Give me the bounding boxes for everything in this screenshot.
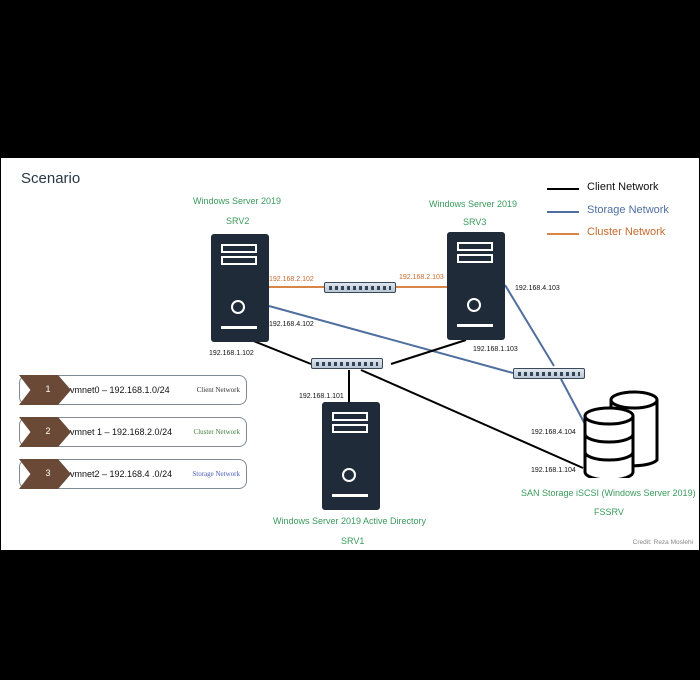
credit-text: Credit: Reza Moslehi <box>632 539 693 546</box>
fssrv-storage-ip: 192.168.4.104 <box>531 429 576 436</box>
vmnet-item: 2 vmnet 1 – 192.168.2.0/24 Cluster Netwo… <box>19 417 247 447</box>
storage-switch-icon <box>513 368 585 379</box>
client-switch-icon <box>311 358 383 369</box>
srv3-os-label: Windows Server 2019 <box>429 199 518 209</box>
legend-label-cluster: Cluster Network <box>587 226 666 238</box>
srv3-client-ip: 192.168.1.103 <box>473 346 518 353</box>
srv2-server-icon <box>211 234 269 342</box>
vmnet-item: 1 vmnet0 – 192.168.1.0/24 Client Network <box>19 375 247 405</box>
network-diagram <box>250 284 588 469</box>
vmnet-number: 1 <box>45 384 51 394</box>
legend-line-storage <box>547 211 579 213</box>
srv3-name-label: SRV3 <box>463 217 487 227</box>
srv3-server-icon <box>447 232 505 340</box>
srv2-storage-ip: 192.168.4.102 <box>269 321 314 328</box>
vmnet-network-label: Client Network <box>196 386 240 394</box>
vmnet-network-label: Storage Network <box>192 470 240 478</box>
client-link-srv3 <box>390 339 467 365</box>
srv1-client-ip: 192.168.1.101 <box>299 393 344 400</box>
page-title: Scenario <box>21 170 81 187</box>
client-link-fssrv <box>360 369 584 469</box>
client-link-srv2 <box>250 339 312 365</box>
srv3-storage-ip: 192.168.4.103 <box>515 285 560 292</box>
vmnet-item: 3 vmnet2 – 192.168.4 .0/24 Storage Netwo… <box>19 459 247 489</box>
vmnet-text: vmnet0 – 192.168.1.0/24 <box>70 385 170 395</box>
fssrv-name-label: FSSRV <box>594 507 624 517</box>
storage-link-srv2 <box>268 305 514 374</box>
srv2-os-label: Windows Server 2019 <box>193 196 282 206</box>
srv1-name-label: SRV1 <box>341 536 365 546</box>
srv2-cluster-ip: 192.168.2.102 <box>269 276 314 283</box>
legend-label-client: Client Network <box>587 181 659 193</box>
vmnet-number: 2 <box>45 426 51 436</box>
legend-label-storage: Storage Network <box>587 204 669 216</box>
srv3-cluster-ip: 192.168.2.103 <box>399 274 444 281</box>
legend-line-cluster <box>547 233 579 235</box>
srv2-client-ip: 192.168.1.102 <box>209 350 254 357</box>
vmnet-number: 3 <box>45 468 51 478</box>
legend-line-client <box>547 188 579 190</box>
fssrv-client-ip: 192.168.1.104 <box>531 467 576 474</box>
storage-link-fssrv <box>560 378 588 429</box>
fssrv-os-label: SAN Storage iSCSI (Windows Server 2019) <box>521 488 696 498</box>
vmnet-text: vmnet 1 – 192.168.2.0/24 <box>70 427 173 437</box>
cluster-switch-icon <box>324 282 396 293</box>
scenario-slide: Scenario Client Network Storage Network … <box>1 158 699 550</box>
srv1-server-icon <box>322 402 380 510</box>
vmnet-text: vmnet2 – 192.168.4 .0/24 <box>70 469 173 479</box>
srv2-name-label: SRV2 <box>226 216 250 226</box>
srv1-os-label: Windows Server 2019 Active Directory <box>273 516 427 526</box>
storage-link-srv3 <box>504 284 555 367</box>
vmnet-network-label: Cluster Network <box>193 428 240 436</box>
database-icon <box>583 390 659 478</box>
